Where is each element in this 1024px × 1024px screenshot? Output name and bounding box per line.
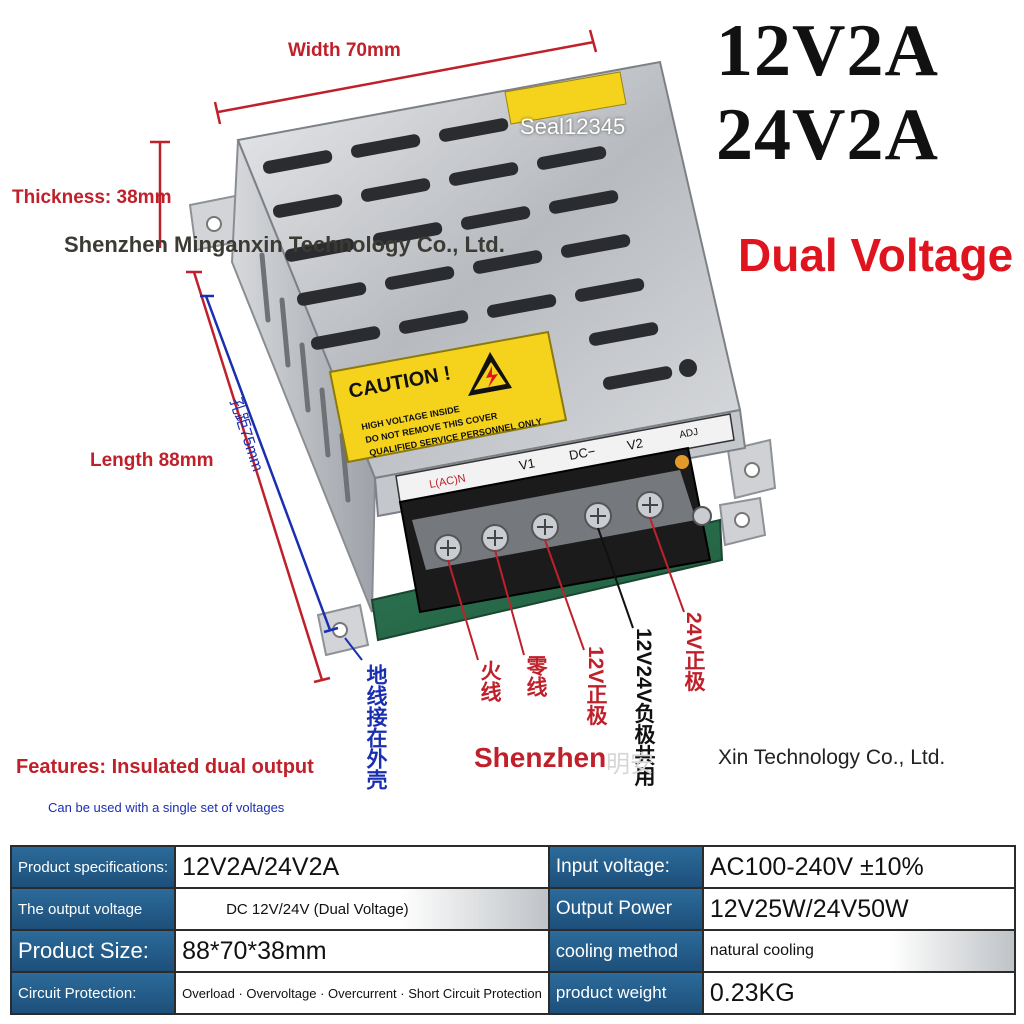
width-label: Width 70mm bbox=[288, 40, 401, 61]
spec-value: natural cooling bbox=[701, 929, 1017, 973]
thickness-label: Thickness: 38mm bbox=[12, 187, 172, 208]
features-note: Can be used with a single set of voltage… bbox=[48, 800, 285, 815]
ground-label: 地线接在外壳 bbox=[364, 664, 387, 790]
table-row: The output voltage DC 12V/24V (Dual Volt… bbox=[9, 887, 1017, 931]
screw-hole bbox=[679, 359, 697, 377]
spec-value: 0.23KG bbox=[701, 971, 1017, 1015]
spec-table: Product specifications: 12V2A/24V2A Inpu… bbox=[9, 845, 1017, 1015]
caution-label bbox=[328, 330, 568, 464]
title-line-1: 12V2A bbox=[716, 10, 939, 92]
company-watermark: Shenzhen Minganxin Technology Co., Ltd. bbox=[64, 232, 505, 257]
spec-label: The output voltage bbox=[9, 887, 177, 931]
seal-sticker bbox=[504, 71, 627, 125]
terminal-label-v2: V2 bbox=[626, 435, 644, 453]
spec-label: Output Power bbox=[547, 887, 704, 931]
spec-label: Circuit Protection: bbox=[9, 971, 177, 1015]
spec-label: Product specifications: bbox=[9, 845, 177, 889]
length-dimension bbox=[186, 270, 331, 684]
spec-label: Product Size: bbox=[9, 929, 177, 973]
table-row: Circuit Protection: Overload · Overvolta… bbox=[9, 971, 1017, 1015]
terminal-label-dc: DC− bbox=[568, 443, 597, 463]
seal-watermark: Seal12345 bbox=[520, 114, 626, 139]
title-line-2: 24V2A bbox=[716, 94, 939, 176]
wire-label-12v-positive: 12V正极 bbox=[584, 646, 607, 726]
spec-label: cooling method bbox=[547, 929, 704, 973]
features-title: Features: Insulated dual output bbox=[16, 756, 314, 778]
terminal-screws bbox=[434, 491, 664, 562]
cover-vents bbox=[262, 118, 673, 390]
product-illustration: CAUTION ! HIGH VOLTAGE INSIDE DO NOT REM… bbox=[150, 29, 777, 684]
terminal-label-v1: V1 bbox=[518, 455, 536, 473]
hole-spacing-dimension bbox=[200, 294, 339, 634]
company-mid: 明安 bbox=[606, 751, 654, 778]
wire-label-24v-positive: 24V正极 bbox=[682, 612, 705, 692]
company-right: Xin Technology Co., Ltd. bbox=[718, 746, 946, 769]
spec-value: 88*70*38mm bbox=[174, 929, 550, 973]
common-negative-leader bbox=[597, 527, 634, 629]
spec-value: DC 12V/24V (Dual Voltage) bbox=[174, 887, 550, 931]
wire-label-live: 火线 bbox=[478, 660, 501, 702]
wire-leaders bbox=[447, 517, 685, 661]
spec-value: AC100-240V ±10% bbox=[701, 845, 1017, 889]
side-vents bbox=[259, 252, 351, 503]
table-row: Product specifications: 12V2A/24V2A Inpu… bbox=[9, 845, 1017, 889]
wire-label-common-negative: 12V24V负极共用 bbox=[632, 628, 655, 787]
ground-leader bbox=[344, 637, 363, 661]
width-dimension bbox=[213, 29, 598, 125]
spec-value: Overload · Overvoltage · Overcurrent · S… bbox=[174, 971, 550, 1015]
table-row: Product Size: 88*70*38mm cooling method … bbox=[9, 929, 1017, 973]
terminal-legend bbox=[395, 413, 735, 503]
spec-label: Input voltage: bbox=[547, 845, 704, 889]
thickness-dimension bbox=[150, 140, 170, 248]
spec-value: 12V2A/24V2A bbox=[174, 845, 550, 889]
spec-label: product weight bbox=[547, 971, 704, 1015]
wire-label-neutral: 零线 bbox=[524, 655, 547, 697]
length-label: Length 88mm bbox=[90, 450, 214, 471]
terminal-label-adj: ADJ bbox=[679, 427, 700, 441]
company-left: Shenzhen bbox=[474, 742, 607, 773]
lightning-icon bbox=[486, 366, 498, 388]
spec-value: 12V25W/24V50W bbox=[701, 887, 1017, 931]
adj-potentiometer bbox=[675, 455, 689, 469]
dual-voltage-title: Dual Voltage bbox=[738, 229, 1014, 281]
